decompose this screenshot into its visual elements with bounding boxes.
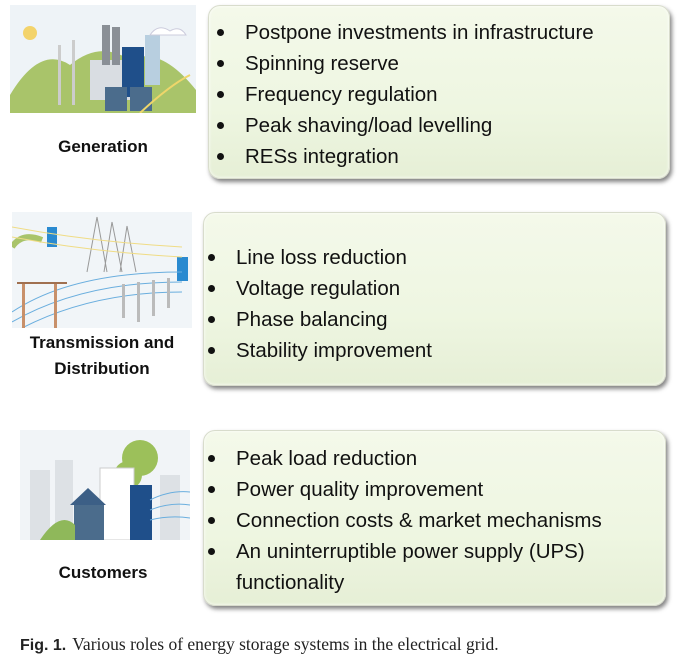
customers-roles-list: Peak load reduction Power quality improv… bbox=[204, 443, 602, 598]
list-item: Postpone investments in infrastructure bbox=[213, 17, 594, 48]
transmission-roles-box: Line loss reduction Voltage regulation P… bbox=[203, 212, 666, 386]
list-item: Power quality improvement bbox=[204, 474, 602, 505]
row-label-generation: Generation bbox=[10, 134, 196, 160]
list-item: Phase balancing bbox=[204, 304, 432, 335]
label-line: Customers bbox=[58, 563, 148, 582]
row-label-customers: Customers bbox=[10, 560, 196, 586]
customers-illustration bbox=[20, 430, 190, 540]
figure-caption: Fig. 1. Various roles of energy storage s… bbox=[20, 634, 499, 655]
transmission-roles-list: Line loss reduction Voltage regulation P… bbox=[204, 242, 432, 366]
generation-roles-list: Postpone investments in infrastructure S… bbox=[213, 17, 594, 172]
caption-text: Various roles of energy storage systems … bbox=[72, 634, 499, 654]
list-item: Voltage regulation bbox=[204, 273, 432, 304]
label-line: Transmission and bbox=[29, 333, 175, 352]
list-item-continuation: functionality bbox=[236, 571, 345, 594]
transmission-illustration bbox=[12, 212, 192, 328]
list-item: Connection costs & market mechanisms bbox=[204, 505, 602, 536]
label-line: Generation bbox=[58, 137, 148, 156]
generation-illustration bbox=[10, 5, 196, 113]
list-item: Peak shaving/load levelling bbox=[213, 110, 594, 141]
list-item: Stability improvement bbox=[204, 335, 432, 366]
label-line: Distribution bbox=[54, 359, 150, 378]
list-item: Frequency regulation bbox=[213, 79, 594, 110]
list-item: An uninterruptible power supply (UPS) bbox=[204, 536, 602, 567]
list-item: RESs integration bbox=[213, 141, 594, 172]
customers-roles-box: Peak load reduction Power quality improv… bbox=[203, 430, 666, 606]
figure-label: Fig. 1. bbox=[20, 637, 67, 654]
list-item: Peak load reduction bbox=[204, 443, 602, 474]
list-item: Spinning reserve bbox=[213, 48, 594, 79]
generation-roles-box: Postpone investments in infrastructure S… bbox=[208, 5, 670, 179]
row-label-transmission-distribution: Transmission and Distribution bbox=[8, 330, 196, 382]
list-item: Line loss reduction bbox=[204, 242, 432, 273]
